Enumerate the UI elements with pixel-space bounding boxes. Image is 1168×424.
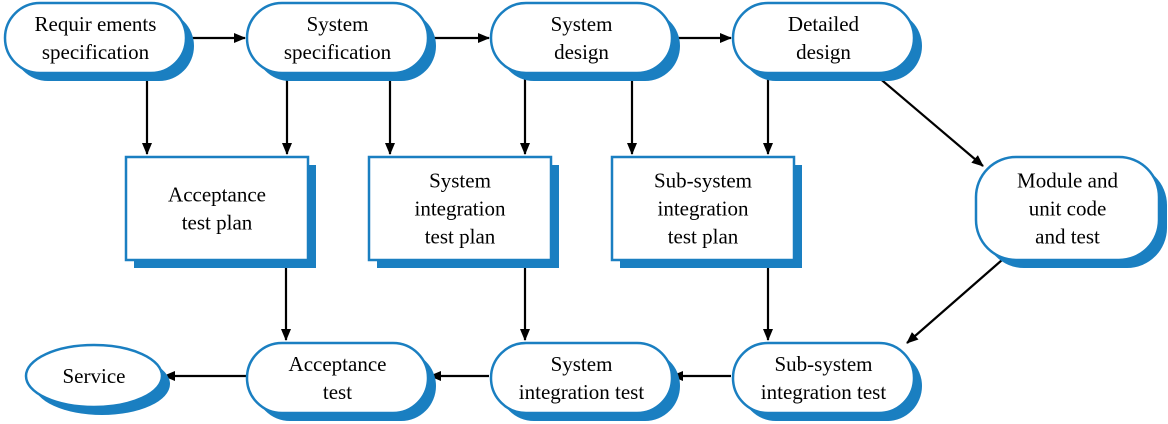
node-label-line: System — [429, 169, 491, 193]
node-label-line: integration test — [519, 380, 645, 404]
node-label-line: test plan — [668, 225, 739, 249]
node-shape — [489, 341, 674, 415]
node-shape — [24, 343, 164, 409]
node-detailed-design: Detailed design — [731, 1, 922, 81]
node-system-integration-test-plan: System integration test plan — [367, 155, 559, 268]
node-system-specification: System specification — [245, 1, 436, 81]
arrow-detailed-design-to-module-code — [876, 75, 984, 167]
node-shape — [367, 155, 553, 262]
edges — [142, 33, 1003, 381]
node-service: Service — [24, 343, 170, 415]
node-label-line: System — [551, 352, 613, 376]
node-requirements-specification: Requir ements specification — [3, 1, 194, 81]
node-acceptance-test-plan: Acceptance test plan — [124, 155, 316, 268]
node-label-line: System — [551, 12, 613, 36]
node-shape — [731, 1, 916, 75]
node-shape — [610, 155, 796, 262]
node-label-line: System — [307, 12, 369, 36]
node-label-line: test — [323, 380, 352, 404]
node-subsystem-integration-test: Sub-system integration test — [731, 341, 922, 421]
node-label-line: integration — [415, 197, 506, 221]
node-shape — [3, 1, 188, 75]
node-system-integration-test: System integration test — [489, 341, 680, 421]
node-shape — [245, 341, 430, 415]
node-label-line: Module and — [1017, 169, 1118, 193]
node-label-line: Detailed — [788, 12, 860, 36]
node-label-line: Sub-system — [774, 352, 872, 376]
node-label-line: Acceptance — [168, 183, 266, 207]
node-shape — [124, 155, 310, 262]
node-label-line: specification — [42, 40, 150, 64]
node-label-line: Sub-system — [654, 169, 752, 193]
node-label-line: Acceptance — [289, 352, 387, 376]
node-label-line: test plan — [425, 225, 496, 249]
node-label-line: specification — [284, 40, 392, 64]
arrow-module-code-to-subsystem-integration-test — [906, 259, 1003, 344]
nodes: Requir ementsspecificationSystemspecific… — [3, 1, 1167, 421]
node-label-line: Service — [63, 364, 126, 388]
node-label-line: integration — [658, 197, 749, 221]
node-module-unit-code-test: Module and unit code and test — [974, 155, 1167, 268]
node-label-line: Requir ements — [35, 12, 157, 36]
node-acceptance-test: Acceptance test — [245, 341, 436, 421]
node-label-line: unit code — [1029, 197, 1107, 221]
node-system-design: System design — [489, 1, 680, 81]
node-label-line: test plan — [182, 211, 253, 235]
node-shape — [489, 1, 674, 75]
node-shape — [974, 155, 1161, 262]
node-label-line: integration test — [761, 380, 887, 404]
node-label-line: design — [554, 40, 609, 64]
node-shape — [245, 1, 430, 75]
node-label-line: and test — [1035, 225, 1100, 249]
node-subsystem-integration-test-plan: Sub-system integration test plan — [610, 155, 802, 268]
node-shape — [731, 341, 916, 415]
node-label-line: design — [796, 40, 851, 64]
